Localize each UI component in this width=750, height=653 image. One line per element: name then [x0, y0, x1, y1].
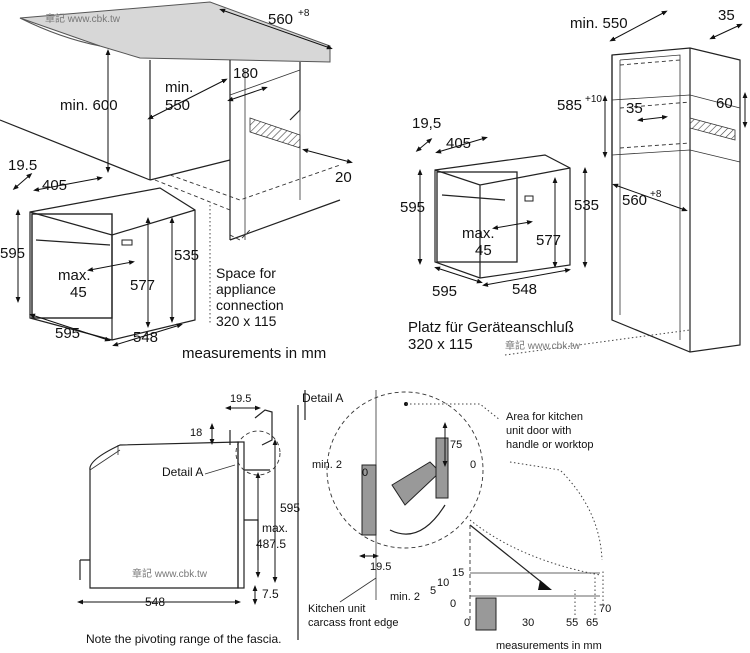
space-note-3: connection — [216, 297, 284, 313]
dim-548-label: 548 — [133, 329, 158, 346]
dim-max45-b: 45 — [70, 284, 87, 301]
tr-dim-535: 535 — [574, 197, 599, 214]
scale-5: 5 — [430, 585, 436, 597]
dim-577-label: 577 — [130, 277, 155, 294]
dim-535-label: 535 — [174, 247, 199, 264]
dim-19-5-detail: 19.5 — [370, 561, 391, 573]
watermark-3: 章記 www.cbk.tw — [132, 567, 208, 580]
tr-dim-19-5: 19,5 — [412, 115, 441, 132]
measure-note-top: measurements in mm — [182, 345, 326, 362]
dim-560-sup: +8 — [298, 8, 310, 19]
dim-min2: min. 2 — [312, 459, 342, 471]
dim-75: 75 — [450, 439, 462, 451]
tr-dim-60: 60 — [716, 95, 733, 112]
scale-0: 0 — [450, 598, 456, 610]
x-55: 55 — [566, 617, 578, 629]
tr-dim-max45-b: 45 — [475, 242, 492, 259]
dim-min600-label: min. 600 — [60, 97, 118, 114]
scale-15: 15 — [452, 567, 464, 579]
tr-dim-min550: min. 550 — [570, 15, 628, 32]
x-30: 30 — [522, 617, 534, 629]
bl-dim-7-5: 7.5 — [262, 587, 279, 601]
tr-dim-35-top: 35 — [718, 7, 735, 24]
bl-dim-595: 595 — [280, 501, 300, 515]
carcass-note-1: Kitchen unit — [308, 603, 365, 615]
tr-dim-560: 560 — [622, 192, 647, 209]
dim-595-width: 595 — [55, 325, 80, 342]
tr-dim-max45-a: max. — [462, 225, 495, 242]
dim-0-left: 0 — [362, 467, 368, 479]
space-note-1: Space for — [216, 265, 276, 281]
bl-dim-548: 548 — [145, 595, 165, 609]
bl-dim-19-5: 19.5 — [230, 393, 251, 405]
bl-dim-max: max. — [262, 521, 288, 535]
tr-dim-585-sup: +10 — [585, 94, 602, 105]
top-right-view: min. 550 35 585 +10 35 60 560 +8 19,5 40… — [400, 7, 748, 356]
tr-dim-595-w: 595 — [432, 283, 457, 300]
area-note-3: handle or worktop — [506, 439, 593, 451]
top-left-view: 560 +8 min. 600 min. 550 180 20 19.5 405… — [0, 1, 353, 362]
dim-595-height: 595 — [0, 245, 25, 262]
platz-note-1: Platz für Geräteanschluß — [408, 319, 574, 336]
detail-a-title: Detail A — [302, 391, 343, 405]
area-note-2: unit door with — [506, 425, 571, 437]
platz-note-2: 320 x 115 — [408, 336, 473, 353]
tr-dim-35-mid: 35 — [626, 100, 643, 117]
tr-dim-548: 548 — [512, 281, 537, 298]
dim-560-label: 560 — [268, 11, 293, 28]
bl-note: Note the pivoting range of the fascia. — [86, 632, 281, 646]
space-note-4: 320 x 115 — [216, 313, 277, 329]
watermark-1: 章記 www.cbk.tw — [45, 12, 121, 25]
dim-min550-a: min. — [165, 79, 193, 96]
dim-19-5-label: 19.5 — [8, 157, 37, 174]
bl-dim-487: 487.5 — [256, 537, 286, 551]
tr-dim-595-h: 595 — [400, 199, 425, 216]
space-note-2: appliance — [216, 281, 276, 297]
measure-note-bottom: measurements in mm — [496, 640, 602, 652]
bottom-right-detail: Detail A 75 0 min. 2 0 19.5 Area for kit… — [302, 390, 611, 652]
tr-dim-577: 577 — [536, 232, 561, 249]
dim-0-v: 0 — [470, 459, 476, 471]
bl-dim-18: 18 — [190, 427, 202, 439]
carcass-note-2: carcass front edge — [308, 617, 399, 629]
x-0: 0 — [464, 617, 470, 629]
dim-max45-a: max. — [58, 267, 91, 284]
bl-detail-label: Detail A — [162, 465, 203, 479]
watermark-2: 章記 www.cbk.tw — [505, 339, 581, 352]
scale-min2: min. 2 — [390, 591, 420, 603]
area-note-1: Area for kitchen — [506, 411, 583, 423]
tr-dim-585: 585 — [557, 97, 582, 114]
dim-20-label: 20 — [335, 169, 352, 186]
x-65: 65 — [586, 617, 598, 629]
dim-405-label: 405 — [42, 177, 67, 194]
dim-180-label: 180 — [233, 65, 258, 82]
bottom-left-view: 19.5 18 Detail A 595 max. 487.5 7.5 548 … — [77, 390, 306, 646]
scale-10: 10 — [437, 577, 449, 589]
x-70: 70 — [599, 603, 611, 615]
